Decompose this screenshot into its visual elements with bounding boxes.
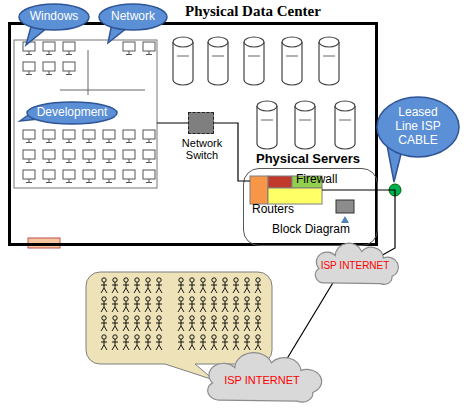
node-text: Routers <box>252 203 294 217</box>
device-block <box>268 176 292 188</box>
node-text: ISP INTERNET <box>321 260 390 272</box>
bubble-body <box>19 4 89 30</box>
node-text: Windows <box>30 10 79 24</box>
block-diagram-box: Block DiagramFirewallRouters <box>243 168 378 246</box>
node-text: ISP INTERNET <box>224 374 300 387</box>
network-cable <box>157 123 188 124</box>
callout-bubble: Network <box>98 3 168 31</box>
monitor-stand <box>341 216 349 223</box>
monitor-symbol <box>336 200 354 213</box>
server-symbol <box>282 37 302 85</box>
server-symbol <box>173 37 193 85</box>
user-figures <box>176 277 264 353</box>
development-room <box>14 40 157 188</box>
callout-bubble: Windows <box>18 3 90 31</box>
cloud-shape <box>315 243 398 284</box>
device-block <box>268 188 322 204</box>
cable-junction <box>389 184 401 196</box>
data-center-box: Physical Data CenterDevelopmentNetwork S… <box>8 22 378 246</box>
node-text: Block Diagram <box>272 223 350 237</box>
server-symbol <box>208 37 228 85</box>
workstation-group <box>20 40 80 80</box>
bubble-body <box>377 97 459 157</box>
node-text: Leased Line ISP CABLE <box>388 106 448 147</box>
workstation-group <box>18 128 158 188</box>
room-partition <box>88 50 89 95</box>
callout-bubble: Leased Line ISP CABLE <box>376 96 460 158</box>
callout-bubble: Development <box>26 101 118 125</box>
node-text: Network Switch <box>173 137 231 161</box>
user-figures <box>99 277 165 353</box>
server-symbol <box>295 101 315 149</box>
cloud-shape <box>208 353 322 402</box>
door-symbol <box>28 238 60 248</box>
bubble-body <box>27 102 117 124</box>
workstation-group <box>120 40 160 60</box>
router-firewall: FirewallRouters <box>250 176 322 204</box>
node-text: Firewall <box>296 173 337 187</box>
device-block <box>250 176 268 204</box>
network-link <box>214 123 250 181</box>
internet-cloud: ISP INTERNET <box>203 356 321 404</box>
server-symbol <box>244 37 264 85</box>
node-text: Development <box>37 106 108 120</box>
node-text: Network <box>111 10 155 24</box>
group-label: Physical Servers <box>256 151 360 166</box>
node-text: Physical Data Center <box>185 3 321 20</box>
server-symbol <box>335 101 355 149</box>
bubble-body <box>99 4 167 30</box>
internet-cloud: ISP INTERNET <box>312 246 398 286</box>
server-symbol <box>257 101 277 149</box>
network-link <box>286 281 334 361</box>
room-partition <box>60 90 145 91</box>
server-symbol <box>319 37 339 85</box>
network-switch: Network Switch <box>188 112 214 134</box>
